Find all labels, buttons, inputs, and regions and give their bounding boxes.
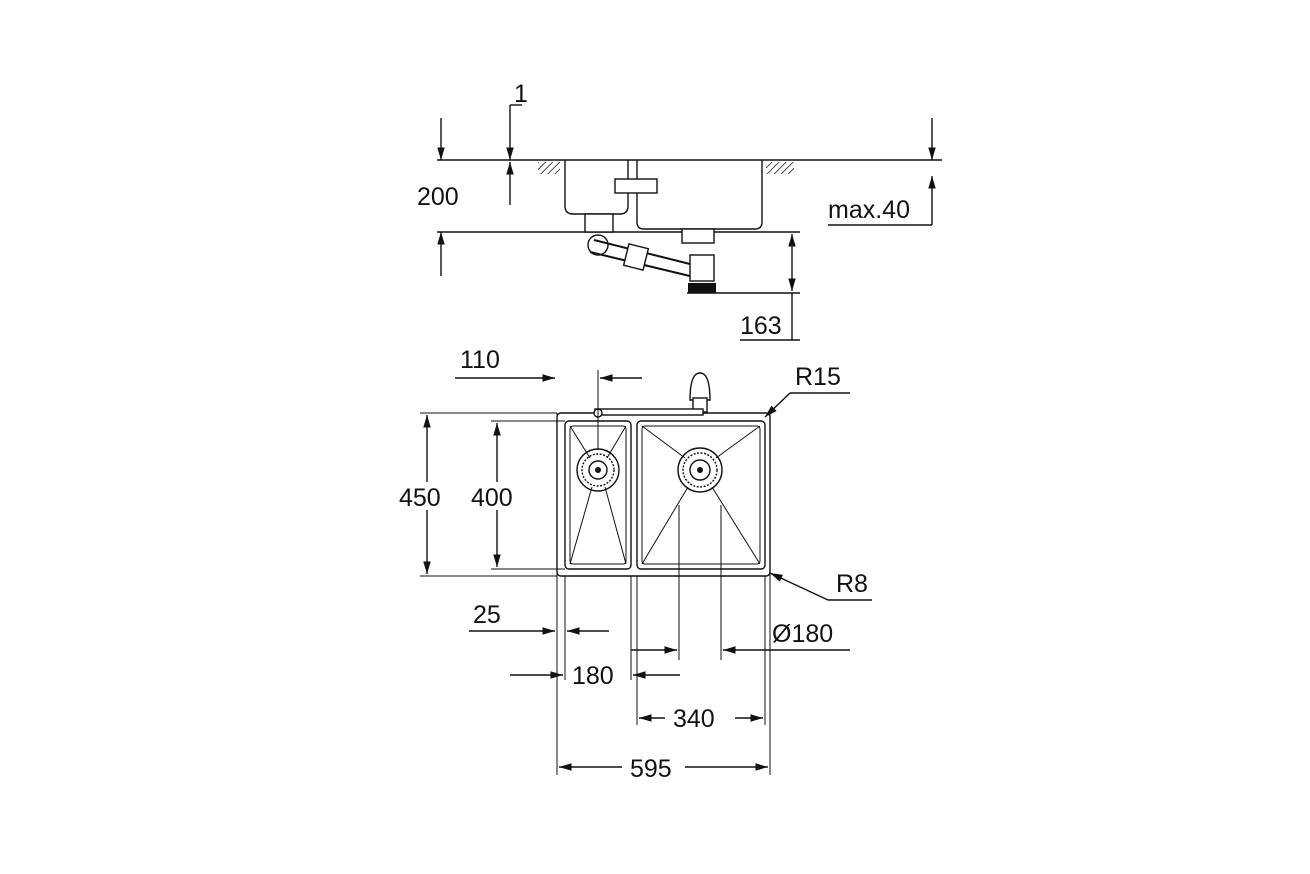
dim-400-bg <box>470 482 526 510</box>
overflow-channel <box>594 408 704 416</box>
trap-body <box>689 254 715 282</box>
small-bowl-slopes <box>569 425 627 565</box>
r15-label: R15 <box>795 363 841 391</box>
pipe-coupling <box>622 243 650 271</box>
dim-1-label: 1 <box>514 80 528 108</box>
dim-450-bg <box>398 482 454 510</box>
dim-180-bg <box>570 660 626 688</box>
large-drain-body <box>681 228 715 244</box>
r8-leader <box>769 572 829 601</box>
dim-163-label: 163 <box>740 312 782 340</box>
small-drain-grid <box>581 453 615 487</box>
side-view: 1 200 max.40 163 <box>417 80 942 341</box>
worktop-hatch-left <box>538 162 560 174</box>
dim-340-label: 340 <box>673 705 715 733</box>
small-drain-center <box>595 467 601 473</box>
dim-o180-label: Ø180 <box>772 620 833 648</box>
small-drain-ring <box>588 460 608 480</box>
large-drain-outer <box>677 447 723 493</box>
popup-knob <box>689 372 711 401</box>
plan-view: 110 R15 450 400 R8 25 Ø180 180 <box>398 346 872 783</box>
dim-400-label: 400 <box>471 484 513 512</box>
r15-leader <box>764 392 791 418</box>
dim-200-label: 200 <box>417 183 459 211</box>
large-drain-ring <box>689 459 711 481</box>
large-bowl-slopes <box>641 425 761 565</box>
worktop-hatch-right <box>766 162 794 174</box>
dim-180-label: 180 <box>572 662 614 690</box>
large-bowl-inner <box>641 425 761 565</box>
large-drain-center <box>697 467 703 473</box>
large-bowl-outer <box>636 420 766 570</box>
dim-450-label: 450 <box>399 484 441 512</box>
overflow-bracket <box>614 178 658 194</box>
trap-outlet <box>688 283 716 293</box>
large-drain-grid <box>682 452 718 488</box>
dim-595-label: 595 <box>630 755 672 783</box>
dim-110-label: 110 <box>460 346 500 374</box>
sink-outer-rim <box>556 412 771 577</box>
r8-label: R8 <box>836 570 868 598</box>
small-trap-joint <box>587 234 609 256</box>
dim-max40-label: max.40 <box>828 196 910 224</box>
side-large-bowl <box>636 160 763 230</box>
dim-25-label: 25 <box>473 601 501 629</box>
small-drain-body <box>584 213 614 233</box>
